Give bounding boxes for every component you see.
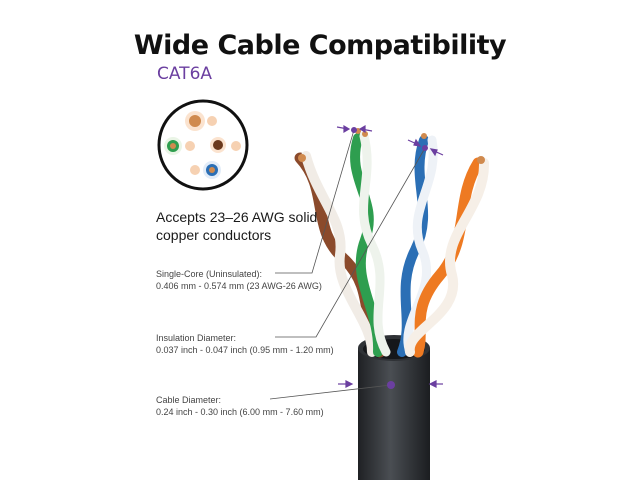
measure-arrow-icon bbox=[336, 124, 444, 389]
twisted-pair-brown bbox=[294, 151, 386, 358]
spec-cable-diameter: Cable Diameter: 0.24 inch - 0.30 inch (6… bbox=[156, 394, 324, 418]
spec-single-core-value: 0.406 mm - 0.574 mm (23 AWG-26 AWG) bbox=[156, 281, 322, 291]
leader-lines bbox=[269, 129, 426, 400]
spec-cable-value: 0.24 inch - 0.30 inch (6.00 mm - 7.60 mm… bbox=[156, 407, 324, 417]
page-title: Wide Cable Compatibility bbox=[133, 30, 507, 61]
twisted-pair-green bbox=[350, 128, 391, 357]
spec-insulation-value: 0.037 inch - 0.047 inch (0.95 mm - 1.20 … bbox=[156, 345, 334, 355]
spec-single-core-label: Single-Core (Uninsulated): bbox=[156, 269, 263, 279]
twisted-pair-orange bbox=[404, 156, 490, 358]
spec-single-core: Single-Core (Uninsulated): 0.406 mm - 0.… bbox=[156, 268, 322, 292]
product-category-label: CAT6A bbox=[157, 64, 213, 84]
conductor-headline: Accepts 23–26 AWG solid copper conductor… bbox=[156, 209, 318, 243]
spec-insulation-diameter: Insulation Diameter: 0.037 inch - 0.047 … bbox=[156, 332, 334, 356]
spec-cable-label: Cable Diameter: bbox=[156, 395, 222, 405]
cable-cross-section-icon bbox=[157, 99, 249, 191]
twisted-pair-blue bbox=[397, 133, 438, 357]
spec-insulation-label: Insulation Diameter: bbox=[156, 333, 237, 343]
